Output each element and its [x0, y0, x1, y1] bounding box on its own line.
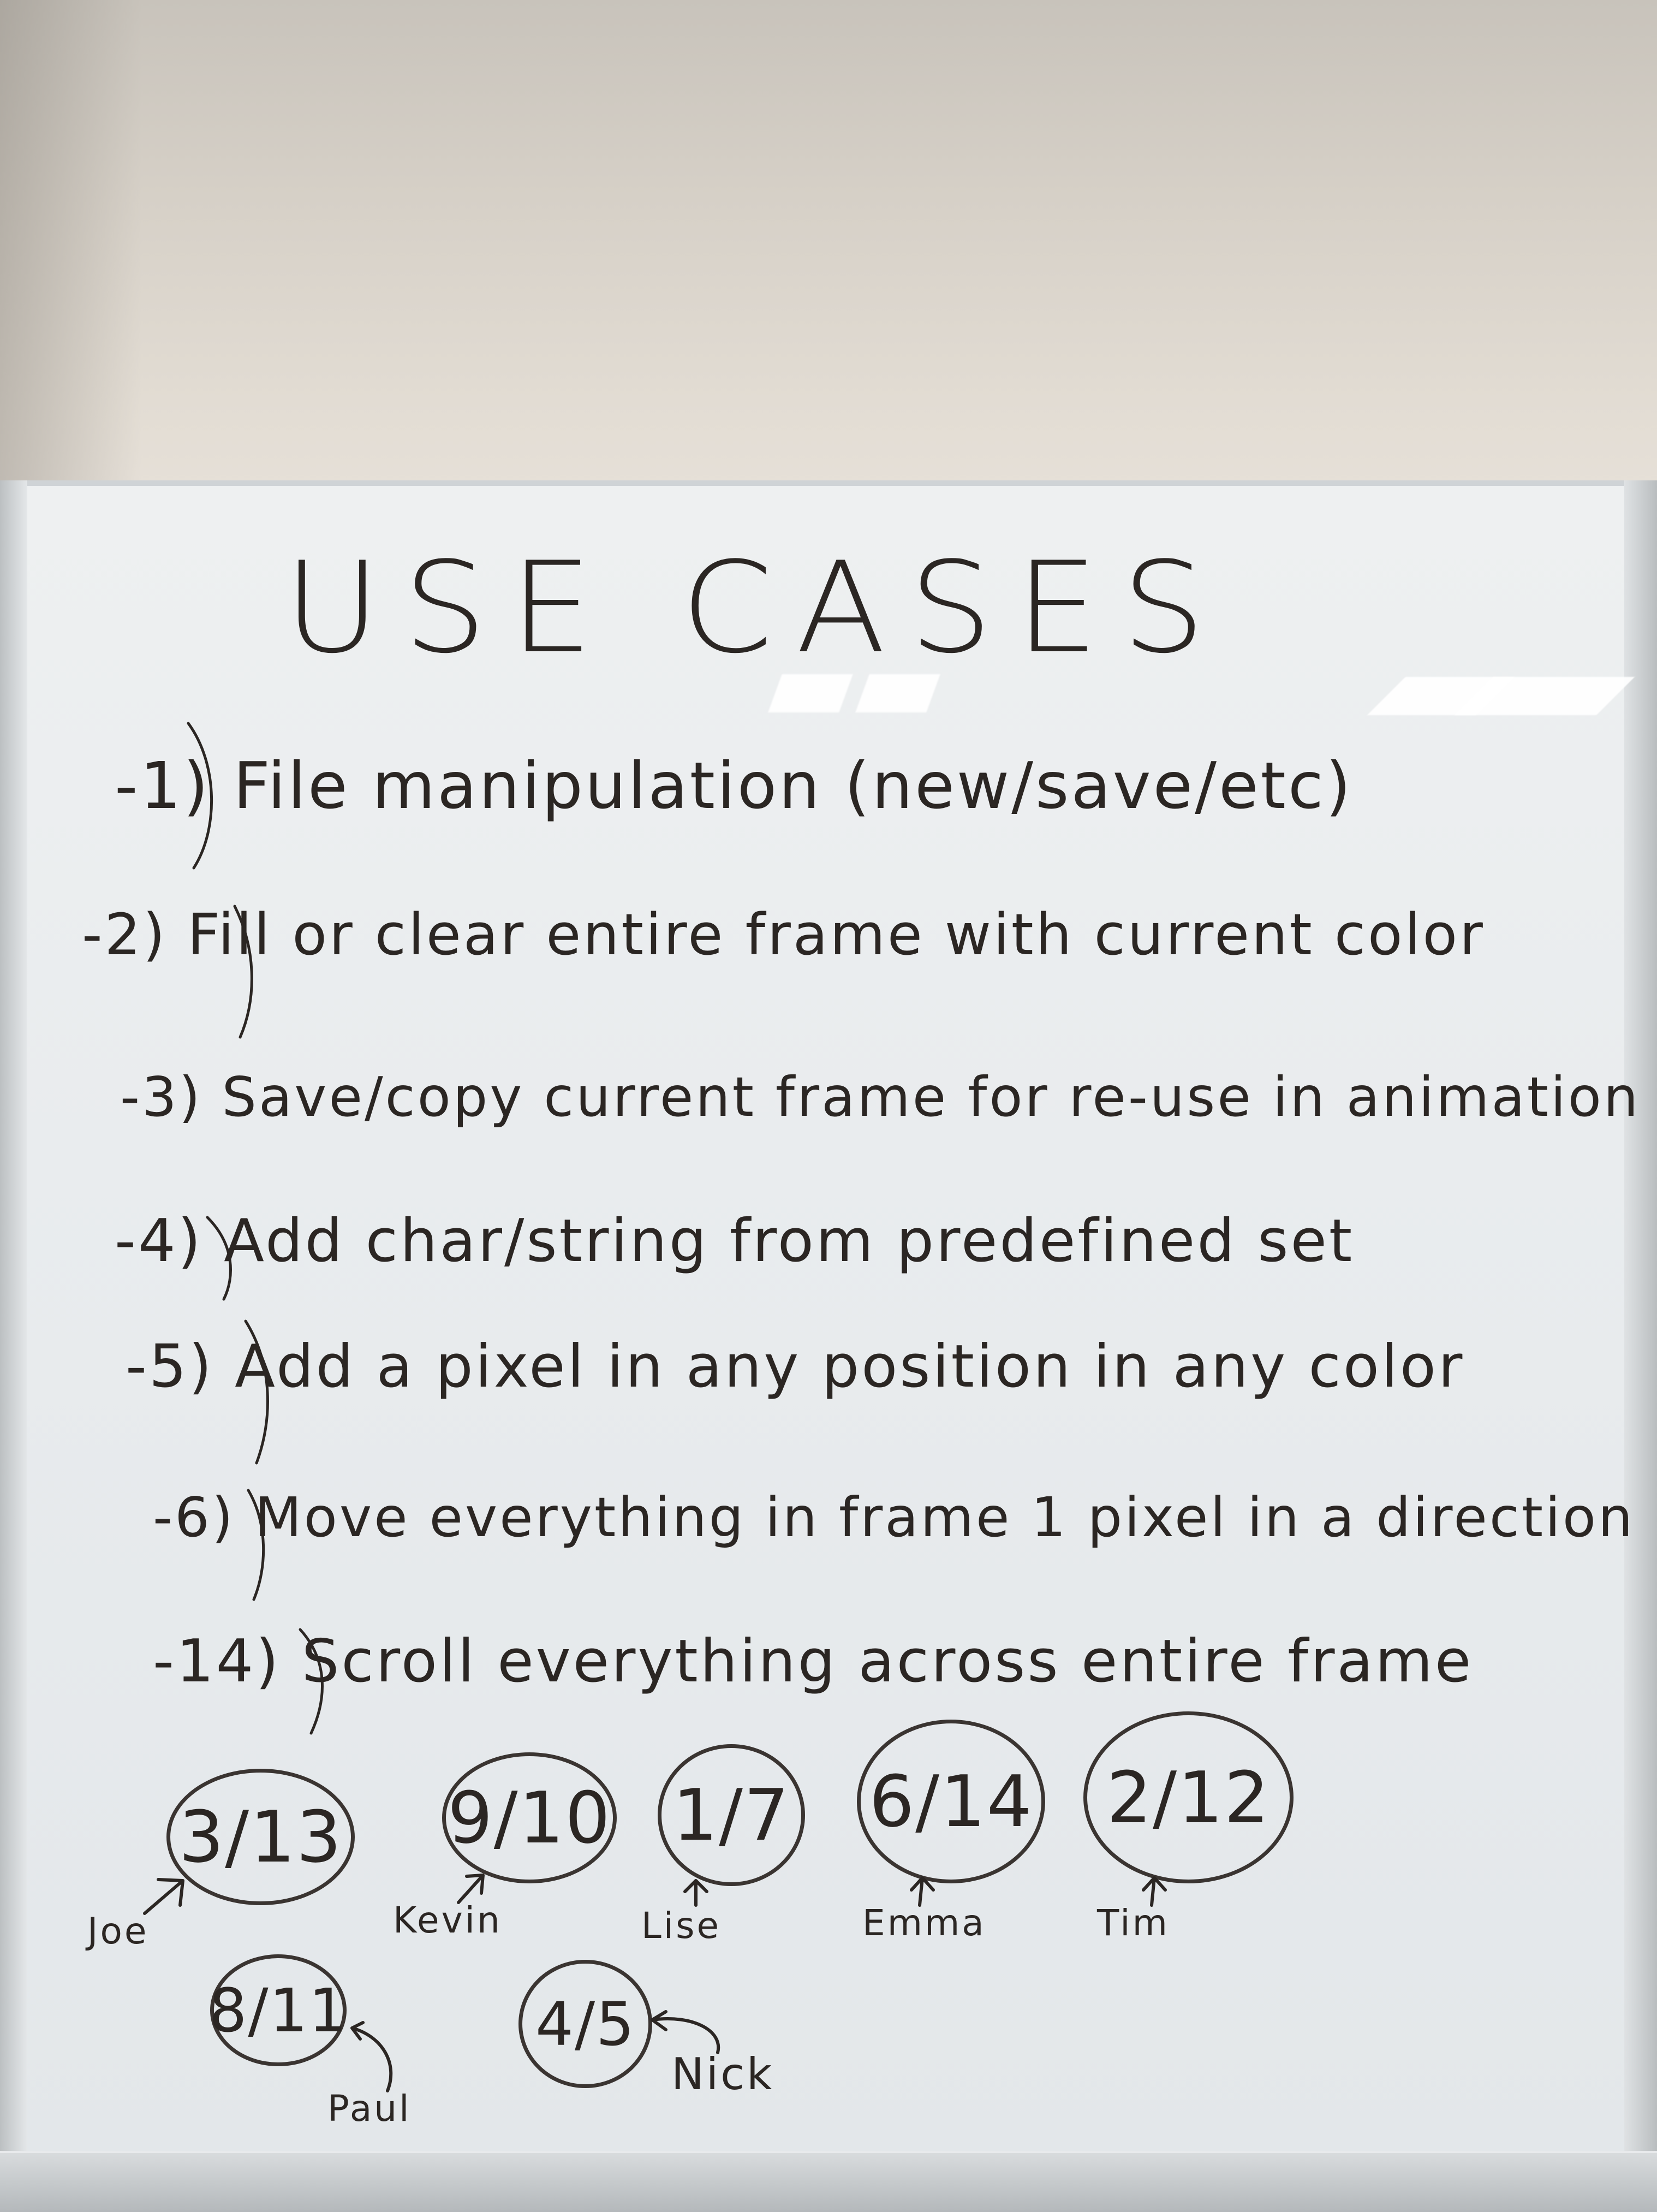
- assignee-name: Joe: [87, 1910, 149, 1952]
- assignment-circle: 4/5: [518, 1960, 652, 2088]
- whiteboard: [0, 480, 1657, 2156]
- use-case-item: -4) Add char/string from predefined set: [115, 1207, 1355, 1275]
- wall-shadow: [0, 0, 142, 491]
- assignee-name: Nick: [671, 2049, 774, 2100]
- assignment-circle: 3/13: [166, 1769, 355, 1905]
- assignment-pair: 3/13: [178, 1795, 343, 1878]
- assignment-pair: 8/11: [208, 1975, 348, 2045]
- use-case-item: -5) Add a pixel in any position in any c…: [126, 1333, 1465, 1401]
- board-title: USE CASES: [284, 536, 1229, 681]
- use-case-item: -2) Fill or clear entire frame with curr…: [82, 901, 1485, 968]
- use-case-item: -1) File manipulation (new/save/etc): [115, 748, 1353, 823]
- assignment-circle: 8/11: [208, 1954, 348, 2066]
- assignment-pair: 9/10: [448, 1776, 611, 1859]
- whiteboard-left-edge: [0, 480, 27, 2210]
- assignment-pair: 4/5: [535, 1989, 636, 2059]
- assignment-circle: 9/10: [442, 1752, 617, 1883]
- assignment-circle: 2/12: [1083, 1711, 1294, 1883]
- marker-tray: [0, 2151, 1657, 2212]
- whiteboard-right-edge: [1624, 480, 1657, 2210]
- assignment-circle: 6/14: [857, 1720, 1045, 1883]
- assignee-name: Tim: [1097, 1902, 1170, 1944]
- assignment-pair: 2/12: [1106, 1756, 1271, 1839]
- use-case-item: -6) Move everything in frame 1 pixel in …: [153, 1485, 1635, 1549]
- assignment-pair: 1/7: [672, 1774, 790, 1857]
- use-case-item: -14) Scroll everything across entire fra…: [153, 1627, 1474, 1696]
- assignment-pair: 6/14: [869, 1760, 1033, 1843]
- assignment-circle: 1/7: [658, 1744, 805, 1886]
- use-case-item: -3) Save/copy current frame for re-use i…: [120, 1065, 1641, 1129]
- assignee-name: Lise: [641, 1905, 722, 1947]
- assignee-name: Kevin: [393, 1899, 502, 1941]
- wall: [0, 0, 1657, 491]
- assignee-name: Emma: [862, 1902, 986, 1944]
- assignee-name: Paul: [327, 2088, 412, 2130]
